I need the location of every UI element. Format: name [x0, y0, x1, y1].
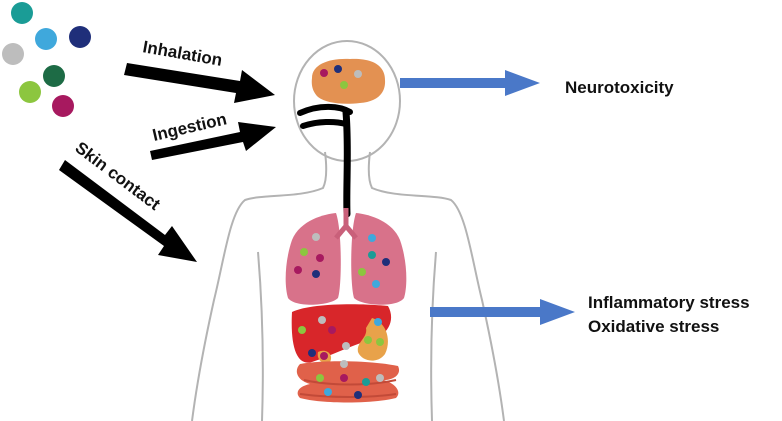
- particle-grey: [2, 43, 24, 65]
- neurotoxicity-arrow: [400, 70, 540, 96]
- mouth-line: [300, 118, 349, 129]
- particle-in-brain: [320, 69, 328, 77]
- inhalation-arrow: [124, 63, 275, 103]
- liver: [291, 304, 392, 363]
- exposure-arrows: [59, 63, 276, 262]
- digestive-tract-upper: [297, 103, 353, 218]
- particle-in-lung: [368, 234, 376, 242]
- brain-shape: [311, 58, 386, 104]
- particle-lime: [19, 81, 41, 103]
- particle-in-liver: [328, 326, 336, 334]
- particle-in-lung: [294, 266, 302, 274]
- ingestion-arrow: [150, 122, 276, 160]
- particle-dark-green: [43, 65, 65, 87]
- particle-light-blue: [35, 28, 57, 50]
- intestines: [296, 360, 400, 403]
- particle-in-lung: [312, 270, 320, 278]
- intestine-fold: [303, 379, 397, 386]
- particle-in-liver: [298, 326, 306, 334]
- particle-in-brain: [334, 65, 342, 73]
- left-lung: [285, 213, 341, 305]
- oxidative-stress-label: Oxidative stress: [588, 317, 719, 336]
- particle-in-liver: [320, 352, 328, 360]
- particle-in-intestine: [316, 374, 324, 382]
- lungs: [285, 208, 407, 305]
- particle-in-intestine: [340, 374, 348, 382]
- particle-in-intestine: [376, 374, 384, 382]
- particle-in-lung: [382, 258, 390, 266]
- stress-arrow: [430, 299, 575, 325]
- right-lung: [351, 213, 407, 305]
- particle-in-lung: [368, 251, 376, 259]
- esophagus: [342, 108, 351, 218]
- particle-teal: [11, 2, 33, 24]
- intestine-fold: [299, 393, 397, 398]
- particle-cluster: [2, 2, 91, 117]
- particle-navy: [69, 26, 91, 48]
- brain: [311, 58, 386, 104]
- liver-stomach: [291, 304, 392, 364]
- stomach: [357, 318, 388, 361]
- torso-outline: [191, 151, 505, 421]
- particle-in-lung: [300, 248, 308, 256]
- effect-arrows: [400, 70, 575, 325]
- particle-in-intestine: [354, 391, 362, 399]
- skin-contact-arrow: [59, 160, 197, 262]
- neurotoxicity-label: Neurotoxicity: [565, 78, 674, 97]
- particle-in-brain: [354, 70, 362, 78]
- particle-in-lung: [372, 280, 380, 288]
- particle-in-brain: [340, 81, 348, 89]
- intestine-coil: [296, 361, 400, 403]
- particle-in-lung: [358, 268, 366, 276]
- inhalation-label: Inhalation: [141, 37, 223, 70]
- particle-in-intestine: [362, 378, 370, 386]
- mouth-line: [297, 103, 353, 116]
- particle-in-liver: [364, 336, 372, 344]
- particle-magenta: [52, 95, 74, 117]
- particle-in-liver: [342, 342, 350, 350]
- particle-in-liver: [308, 349, 316, 357]
- trachea: [334, 208, 358, 240]
- particle-in-liver: [376, 338, 384, 346]
- particle-in-lung: [312, 233, 320, 241]
- particle-in-intestine: [340, 360, 348, 368]
- particle-in-lung: [316, 254, 324, 262]
- particle-in-liver: [374, 318, 382, 326]
- particle-in-liver: [318, 316, 326, 324]
- particle-in-intestine: [324, 388, 332, 396]
- inflammatory-stress-label: Inflammatory stress: [588, 293, 750, 312]
